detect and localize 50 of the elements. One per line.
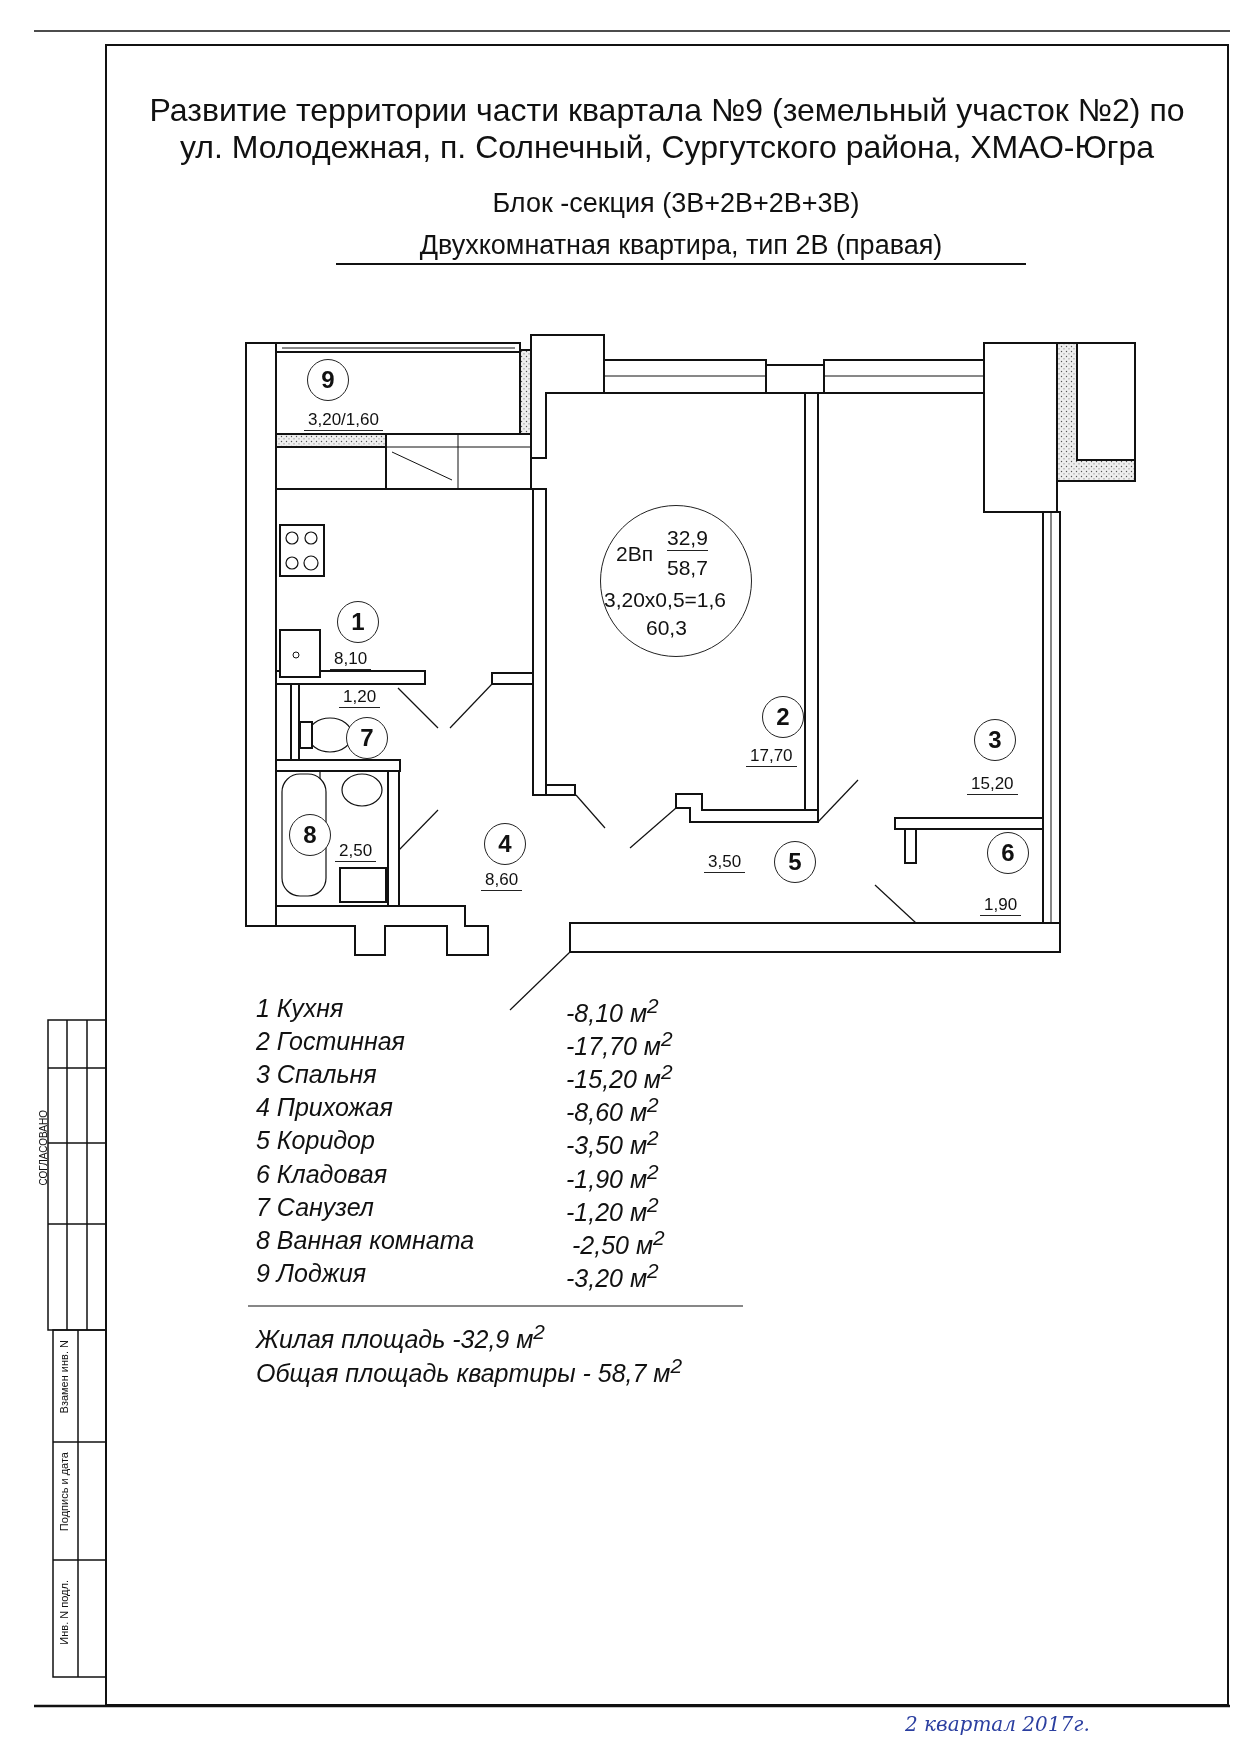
living-area-value: 32,9: [667, 526, 708, 551]
room-area-label: 1,90: [980, 895, 1022, 916]
room-name: 9 Лоджия: [256, 1258, 367, 1288]
room-area-label: 3,20/1,60: [304, 410, 383, 431]
total-area-value: 58,7: [667, 556, 708, 580]
room-area-value: -1,90 м$^{2}$: [566, 1159, 659, 1194]
room-name: 7 Санузел: [256, 1192, 374, 1222]
room-name: 3 Спальня: [256, 1060, 377, 1090]
apartment-type-code: 2Вп: [616, 542, 654, 566]
room-name: 1 Кухня: [256, 994, 344, 1023]
room-number-marker: 7: [346, 717, 388, 759]
room-area-value: -2,50 м$^{2}$: [572, 1225, 665, 1260]
room-area-value: -3,50 м$^{2}$: [566, 1126, 659, 1161]
room-number-marker: 1: [337, 601, 379, 643]
room-number-marker: 9: [307, 359, 349, 401]
room-name: 2 Гостинная: [256, 1027, 405, 1057]
room-name: 8 Ванная комната: [256, 1225, 475, 1255]
room-area-value: -8,10 м$^{2}$: [566, 994, 659, 1029]
room-area-value: -15,20 м$^{2}$: [566, 1060, 673, 1095]
room-area-label: 3,50: [704, 852, 746, 873]
handwritten-note: 2 квартал 2017г.: [905, 1712, 1090, 1736]
subtitle: Двухкомнатная квартира, тип 2В (правая): [336, 230, 1026, 265]
stamp-field-label: Взамен инв. N: [58, 1340, 70, 1414]
living-area-total: Жилая площадь -32,9 м$^{2}$: [256, 1320, 545, 1355]
room-area-label: 8,60: [481, 870, 523, 891]
room-number-marker: 4: [484, 823, 526, 865]
room-name: 5 Коридор: [256, 1126, 375, 1156]
approval-stamp-text: СОГЛАСОВАНО: [38, 1110, 49, 1186]
room-area-value: -1,20 м$^{2}$: [566, 1192, 659, 1227]
room-area-value: -8,60 м$^{2}$: [566, 1093, 659, 1128]
stamp-field-label: Подпись и дата: [58, 1452, 70, 1532]
subtitle: Блок -секция (3В+2В+2В+3В): [491, 188, 861, 219]
stamp-field-label: Инв. N подл.: [58, 1580, 70, 1645]
total-area: Общая площадь квартиры - 58,7 м$^{2}$: [256, 1354, 683, 1389]
room-area-label: 2,50: [335, 841, 377, 862]
room-number-marker: 6: [987, 832, 1029, 874]
room-number-marker: 5: [774, 841, 816, 883]
room-area-label: 15,20: [967, 774, 1018, 795]
total-area-with-loggia: 60,3: [646, 616, 687, 640]
title: Развитие территории части квартала №9 (земельный участок №2) по ул. Молодежная, п. Солнечный, Сургутского района, ХМАО-Югра: [149, 92, 1185, 166]
room-number-marker: 2: [762, 696, 804, 738]
room-area-label: 17,70: [746, 746, 797, 767]
room-area-label: 8,10: [330, 649, 372, 670]
room-area-label: 1,20: [339, 687, 381, 708]
room-name: 4 Прихожая: [256, 1093, 393, 1123]
loggia-area-formula: 3,20x0,5=1,6: [604, 588, 727, 612]
room-area-value: -3,20 м$^{2}$: [566, 1258, 659, 1294]
room-area-value: -17,70 м$^{2}$: [566, 1027, 673, 1062]
room-name: 6 Кладовая: [256, 1159, 388, 1189]
room-number-marker: 3: [974, 719, 1016, 761]
